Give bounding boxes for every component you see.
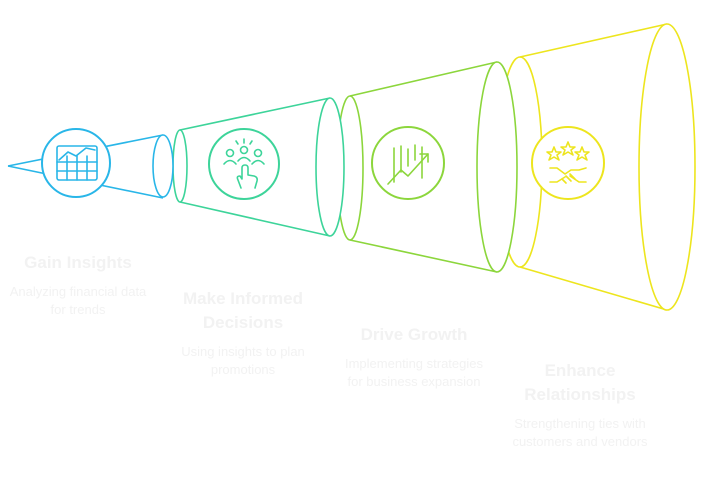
stage-1-title: Gain Insights [24,253,132,272]
stage-3-description: Implementing strategies for business exp… [344,356,483,389]
stage-2-label: Make Informed Decisions Using insights t… [168,287,318,379]
stage-2-title: Make Informed Decisions [183,289,303,332]
stage-3-label: Drive Growth Implementing strategies for… [340,323,488,391]
stage-4-description: Strengthening ties with customers and ve… [512,416,648,449]
growth-chart-icon [371,126,445,200]
stage-2-description: Using insights to plan promotions [181,344,305,377]
stage-4-label: Enhance Relationships Strengthening ties… [505,359,655,451]
spreadsheet-chart-icon [41,128,111,198]
stage-1-label: Gain Insights Analyzing financial data f… [8,251,148,319]
stage-3-title: Drive Growth [360,325,468,344]
stage-1-description: Analyzing financial data for trends [9,284,147,317]
team-decision-icon [208,128,280,200]
handshake-stars-icon [531,126,605,200]
stage-4-title: Enhance Relationships [524,361,636,404]
